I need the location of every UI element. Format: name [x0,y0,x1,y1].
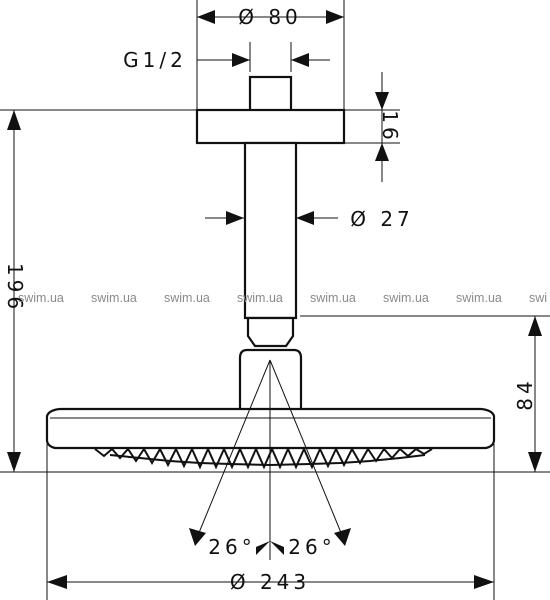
watermark: swim.ua [383,291,429,305]
shower-assembly [45,75,496,560]
dimension-pipe-diameter [205,211,338,225]
tilt-line-left [195,359,271,541]
dimension-arm-diameter [197,10,344,24]
ceiling-pipe [243,141,298,320]
connector-nut [246,316,295,348]
dimension-head-diameter [47,575,494,589]
label-flange-height: 16 [378,110,402,143]
ceiling-flange [195,108,346,145]
dimension-head-height [528,316,542,472]
dimension-flange-height [375,72,389,182]
watermark: swim.ua [91,291,137,305]
dimension-thread [197,53,330,67]
spray-nozzles [94,446,433,470]
label-right-angle: 26° [288,535,335,559]
label-thread: G1/2 [123,48,187,72]
watermark: swim.ua [164,291,210,305]
label-left-angle: 26° [208,535,255,559]
label-pipe-diameter: Ø 27 [350,207,414,231]
label-arm-diameter: Ø 80 [238,5,302,29]
thread-stub [248,75,293,113]
dimension-total-height [7,110,21,472]
watermark: swim.ua [456,291,502,305]
watermark: swim.ua [18,291,64,305]
tilt-line-right [269,359,345,541]
watermark-row: swim.ua swim.ua swim.ua swim.ua swim.ua … [18,291,547,305]
label-head-height: 84 [513,377,537,410]
watermark: swim.ua [237,291,283,305]
label-head-diameter: Ø 243 [230,570,310,594]
label-total-height: 196 [3,263,27,313]
watermark-partial: swi [529,291,547,305]
watermark: swim.ua [310,291,356,305]
